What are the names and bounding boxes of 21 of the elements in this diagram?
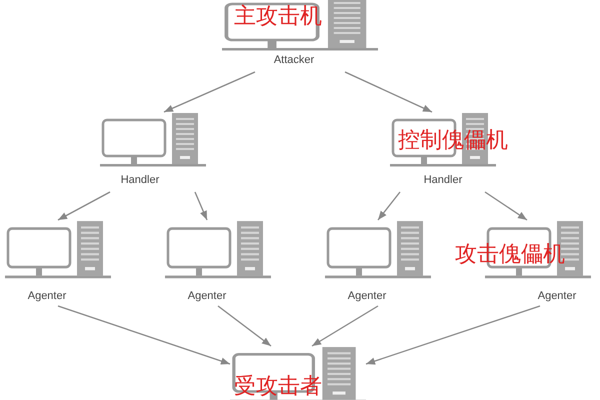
arrow [218, 305, 272, 347]
annotation-text: 主攻击机 [234, 4, 322, 30]
annotation-text: 受攻击者 [234, 374, 322, 400]
computer-label: Agenter [188, 290, 226, 302]
arrow [164, 71, 256, 113]
arrow [366, 305, 540, 365]
computer-label: Handler [120, 174, 160, 186]
arrow [58, 191, 110, 221]
annotation-text: 控制傀儡机 [398, 128, 508, 154]
annotation-text: 攻击傀儡机 [455, 242, 565, 268]
computer-label: Agenter [538, 290, 576, 302]
computer-label: Agenter [348, 290, 386, 302]
arrow [312, 305, 378, 347]
computer-label: Handler [424, 174, 462, 186]
arrow [344, 71, 432, 113]
arrow [194, 192, 208, 220]
arrow [58, 305, 230, 365]
arrow [377, 192, 401, 220]
arrow [484, 191, 528, 221]
computer-label: Attacker [274, 54, 314, 66]
computer-label: Agenter [28, 290, 66, 302]
